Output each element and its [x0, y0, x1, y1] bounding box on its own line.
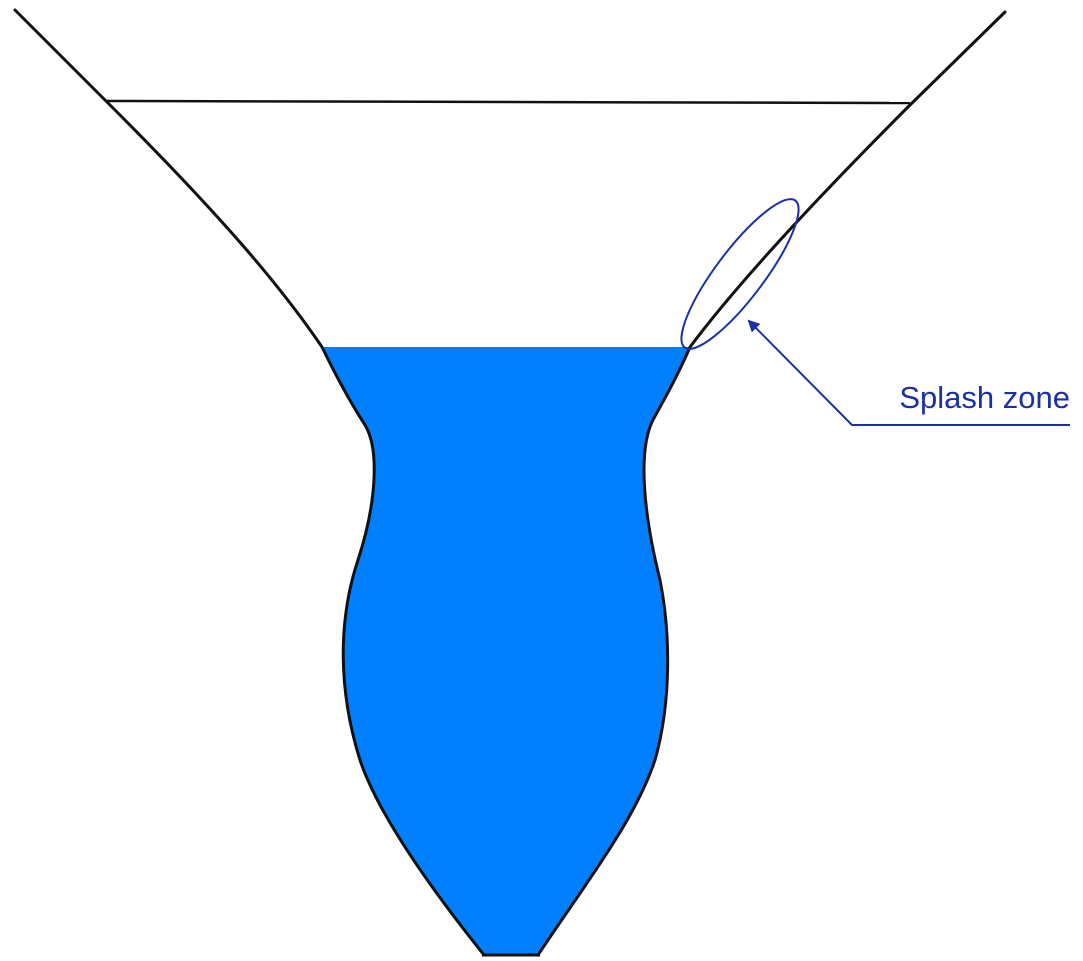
splash-zone-ellipse: [680, 198, 800, 350]
splash-zone-label: Splash zone: [899, 380, 1070, 415]
water-fill: [322, 347, 690, 955]
callout-leader-line: [747, 319, 1070, 426]
rim-line: [106, 99, 911, 105]
vessel-left-wall: [13, 8, 486, 957]
vessel-right-wall: [536, 10, 1007, 957]
